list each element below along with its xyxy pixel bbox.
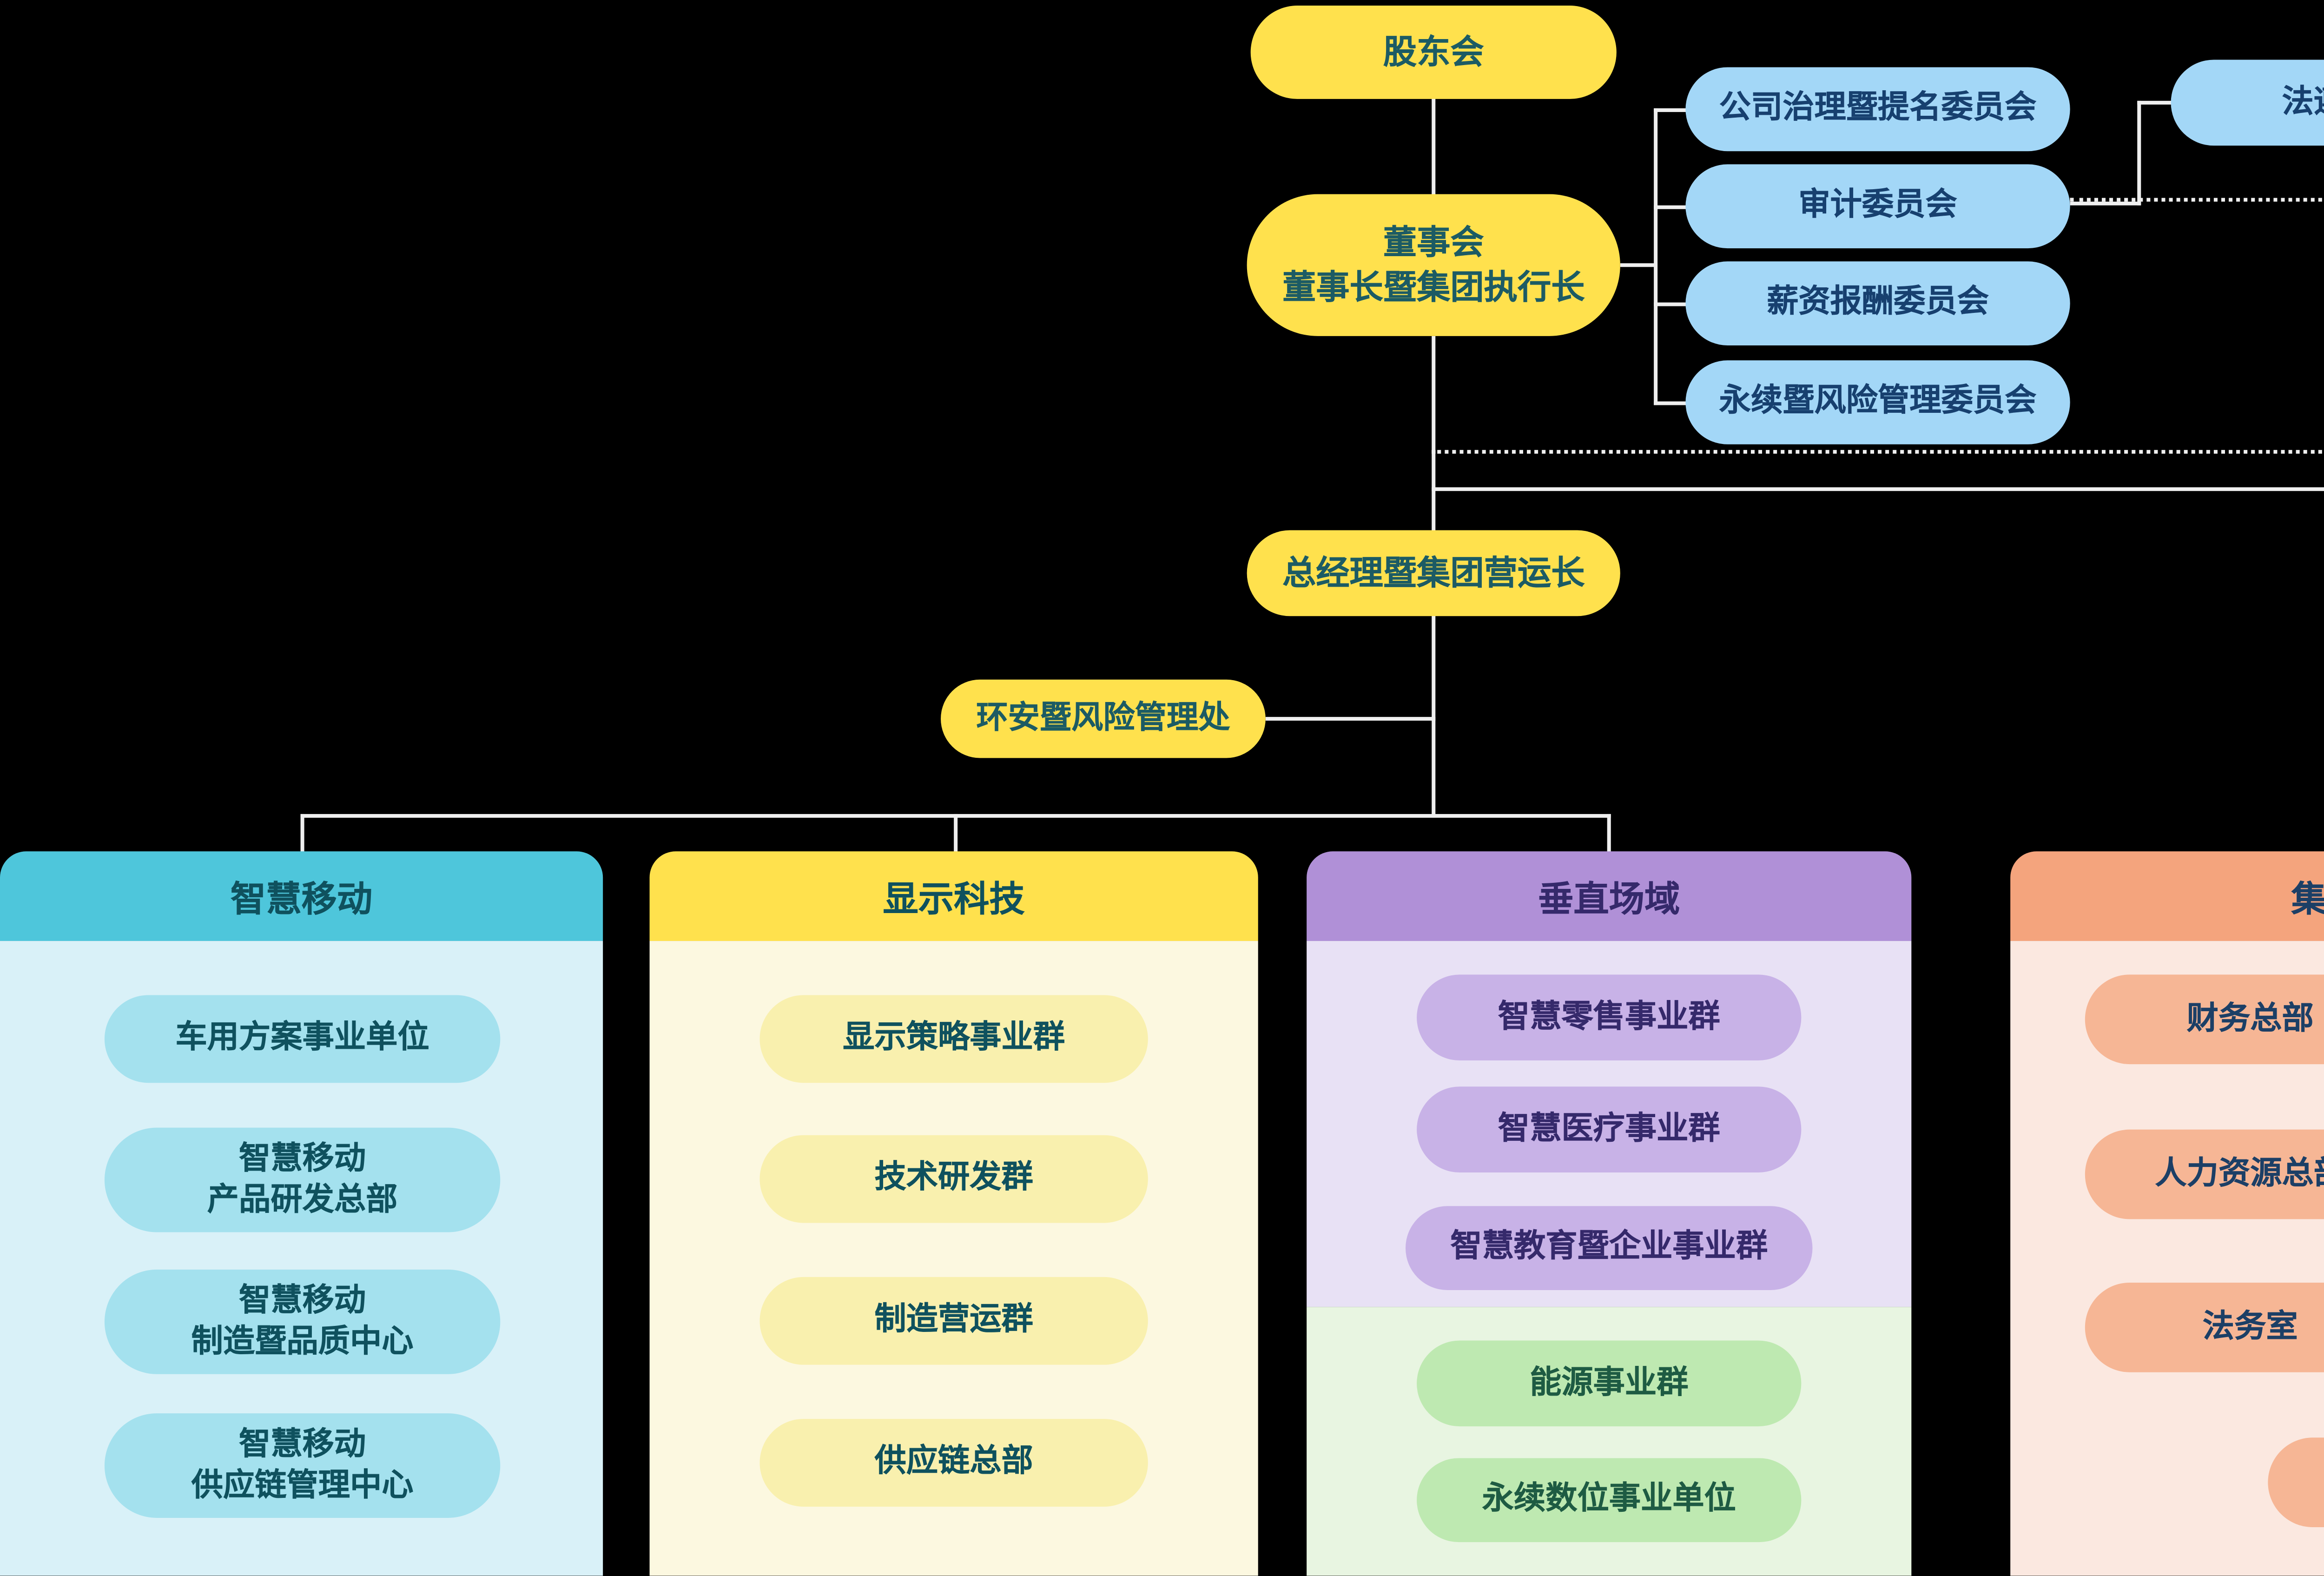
connector-shareholders-board <box>1432 97 1436 196</box>
group-vertical-domains-header: 垂直场域 <box>1307 851 1912 941</box>
org-unit-item: 智慧移动 制造暨品质中心 <box>104 1269 501 1374</box>
group-operations-support-header: 集团营运支援单位 <box>2010 851 2324 941</box>
node-ehs-risk-division: 环安暨风险管理处 <box>941 679 1266 758</box>
connector-ehs <box>1265 717 1436 721</box>
node-chief-compliance-counsel: 法遵总顾问 <box>2171 60 2324 146</box>
connector-committee-2 <box>1654 205 1688 209</box>
committee-sustainability-risk: 永续暨风险管理委员会 <box>1685 360 2070 444</box>
connector-group4-horizontal <box>1432 487 2324 491</box>
org-unit-item: 智慧移动 供应链管理中心 <box>104 1413 501 1518</box>
org-unit-item: 智慧教育暨企业事业群 <box>1406 1206 1813 1291</box>
connector-committee-3 <box>1654 302 1688 306</box>
org-unit-item: 法务室 <box>2085 1282 2324 1372</box>
connector-committee-4 <box>1654 401 1688 405</box>
group-display-technology-header: 显示科技 <box>649 851 1258 941</box>
connector-committee-1 <box>1654 108 1688 112</box>
group-smart-mobility-header: 智慧移动 <box>0 851 603 941</box>
org-unit-item: 智慧医疗事业群 <box>1417 1086 1802 1173</box>
connector-compliance-stub <box>2137 100 2175 105</box>
committee-audit: 审计委员会 <box>1685 164 2070 249</box>
committee-governance-nomination: 公司治理暨提名委员会 <box>1685 67 2070 152</box>
group-smart-mobility: 智慧移动 车用方案事业单位 智慧移动 产品研发总部 智慧移动 制造暨品质中心 智… <box>0 851 603 1576</box>
org-unit-item: 供应链总部 <box>759 1419 1148 1507</box>
connector-audit-compliance-h <box>2070 201 2141 205</box>
dotted-compliance-to-trunk <box>1432 450 2324 454</box>
connector-drop-group1 <box>300 814 304 854</box>
org-unit-item: 人力资源总部 <box>2085 1129 2324 1219</box>
node-board: 董事会 董事长暨集团执行长 <box>1247 194 1620 336</box>
org-unit-item: 智慧移动 产品研发总部 <box>104 1127 501 1232</box>
org-unit-item: 财务总部 <box>2085 974 2324 1065</box>
org-unit-item: 智慧零售事业群 <box>1417 974 1802 1061</box>
committee-compensation: 薪资报酬委员会 <box>1685 261 2070 345</box>
group-vertical-domains: 垂直场域 智慧零售事业群 智慧医疗事业群 智慧教育暨企业事业群 能源事业群 永续… <box>1307 851 1912 1576</box>
connector-drop-group3 <box>1607 814 1611 854</box>
org-unit-item: 车用方案事业单位 <box>104 995 501 1083</box>
org-unit-item: 永续数位事业单位 <box>1417 1458 1802 1543</box>
node-president-coo: 总经理暨集团营运长 <box>1247 530 1620 616</box>
org-unit-item: 显示策略事业群 <box>759 995 1148 1083</box>
org-unit-item: 能源事业群 <box>1417 1340 1802 1427</box>
connector-board-bracket <box>1620 263 1656 267</box>
connector-audit-compliance-v <box>2137 100 2141 205</box>
group-operations-support: 集团营运支援单位 财务总部 数位技术发展总部 人力资源总部 永续发展总部 法务室… <box>2010 851 2324 1576</box>
org-unit-item: 制造营运群 <box>759 1277 1148 1365</box>
node-shareholders: 股东会 <box>1250 6 1617 99</box>
group-display-technology: 显示科技 显示策略事业群 技术研发群 制造营运群 供应链总部 <box>649 851 1258 1576</box>
dotted-audit-right <box>2070 198 2324 202</box>
connector-committee-bracket <box>1654 108 1658 405</box>
org-unit-item: 技术研发群 <box>759 1135 1148 1223</box>
connector-drop-group2 <box>954 814 958 854</box>
